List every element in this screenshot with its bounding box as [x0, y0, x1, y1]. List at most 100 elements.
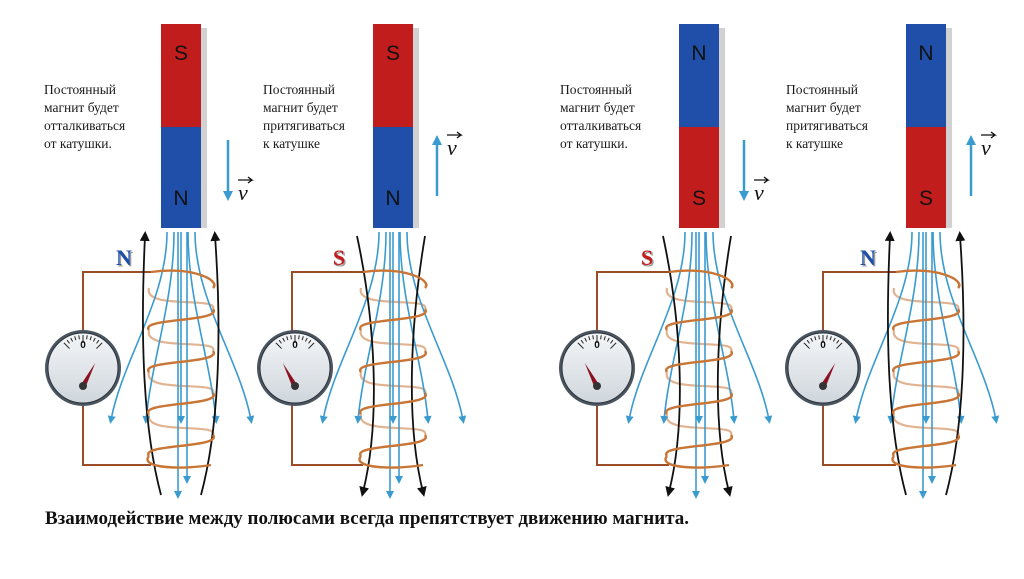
magnet-shadow: [946, 28, 952, 228]
velocity-label: v: [238, 180, 248, 205]
coil-field-line: [410, 235, 427, 497]
gauge-tick: [588, 336, 591, 341]
gauge-tick: [836, 339, 840, 344]
coil-field-line: [356, 235, 375, 497]
gauge-tick: [275, 342, 282, 349]
magnet-bottom-letter: N: [385, 187, 400, 210]
field-line: [939, 231, 1000, 424]
gauge-tick: [818, 335, 820, 340]
coil-front-turn: [147, 308, 215, 331]
gauge-tick: [610, 342, 617, 349]
magnet-top-letter: S: [386, 42, 400, 65]
magnet-top-half: [373, 24, 413, 127]
galvanometer-face: [259, 332, 331, 404]
gauge-tick: [810, 337, 814, 342]
velocity-label: v: [754, 180, 764, 205]
gauge-tick: [577, 342, 584, 349]
coil-pole-shadow: N: [862, 247, 878, 272]
gauge-tick: [304, 337, 308, 342]
gauge-tick: [814, 336, 817, 341]
magnet-top-half: [906, 24, 946, 127]
panel-3-caption: Постоянный магнит будет отталкиваться от…: [560, 82, 642, 151]
coil-front-turn: [892, 392, 960, 415]
coil-lead-top: [895, 269, 961, 289]
gauge-tick: [70, 337, 74, 342]
panel-2-caption: Постоянный магнит будет притягиваться к …: [263, 82, 345, 151]
coil-pole-label: S: [333, 245, 345, 270]
coil-front-turn: [665, 392, 733, 415]
magnet-shadow: [719, 28, 725, 228]
coil-lead-top: [362, 269, 428, 289]
field-line: [142, 231, 175, 424]
gauge-tick: [308, 342, 315, 349]
gauge-tick: [836, 342, 843, 349]
magnet-shadow: [201, 28, 207, 228]
magnet-top-letter: N: [918, 42, 933, 65]
magnet-top-half: [679, 24, 719, 127]
coil-front-turn: [359, 434, 427, 457]
gauge-zero-label: 0: [80, 340, 86, 351]
coil-front-turn: [359, 350, 427, 373]
galvanometer-needle: [282, 363, 298, 386]
field-line: [660, 231, 693, 424]
field-line: [705, 231, 738, 424]
gauge-tick: [806, 339, 810, 344]
gauge-tick: [96, 339, 100, 344]
magnet-bottom-letter: S: [919, 187, 933, 210]
coil-front-turn: [147, 350, 215, 373]
gauge-tick: [610, 339, 614, 344]
galvanometer-pivot: [593, 382, 601, 390]
galvanometer-face: [47, 332, 119, 404]
galvanometer-pivot: [291, 382, 299, 390]
gauge-tick: [290, 335, 292, 340]
gauge-tick: [600, 335, 602, 340]
gauge-tick: [301, 336, 304, 341]
field-line: [187, 231, 220, 424]
gauge-zero-label: 0: [594, 340, 600, 351]
gauge-tick: [66, 339, 70, 344]
galvanometer-pivot: [819, 382, 827, 390]
coil-lead-top: [668, 269, 734, 289]
velocity-vector-mark: [447, 131, 463, 139]
gauge-tick: [584, 337, 588, 342]
velocity-label: v: [447, 135, 457, 160]
coil-lead-bottom: [664, 455, 730, 469]
gauge-tick: [282, 337, 286, 342]
coil-front-turn: [892, 434, 960, 457]
galvanometer-face: [787, 332, 859, 404]
field-lines: [319, 231, 467, 499]
gauge-tick: [74, 336, 77, 341]
gauge-tick: [308, 339, 312, 344]
galvanometer-needle: [820, 363, 836, 386]
coil-pole-label: N: [860, 245, 876, 270]
gauge-tick: [86, 335, 88, 340]
coil-front-turn: [665, 434, 733, 457]
gauge-tick: [63, 342, 70, 349]
panel-4-caption: Постоянный магнит будет притягиваться к …: [786, 82, 868, 151]
field-line: [712, 231, 773, 424]
coil-lead-bottom: [146, 455, 212, 469]
gauge-tick: [78, 335, 80, 340]
gauge-zero-label: 0: [292, 340, 298, 351]
field-line: [932, 231, 965, 424]
gauge-tick: [580, 339, 584, 344]
gauge-tick: [96, 342, 103, 349]
field-line: [194, 231, 255, 424]
field-line: [399, 231, 432, 424]
magnet-top-half: [161, 24, 201, 127]
magnet-top-letter: N: [691, 42, 706, 65]
gauge-tick: [592, 335, 594, 340]
coil-pole-label: S: [641, 245, 653, 270]
field-line: [319, 231, 380, 424]
coil-front-turn: [359, 392, 427, 415]
coil-lead-top: [150, 269, 216, 289]
coil-pole-shadow: S: [334, 247, 346, 272]
galvanometer-pivot: [79, 382, 87, 390]
gauge-tick: [603, 336, 606, 341]
coil-pole-shadow: N: [118, 247, 134, 272]
